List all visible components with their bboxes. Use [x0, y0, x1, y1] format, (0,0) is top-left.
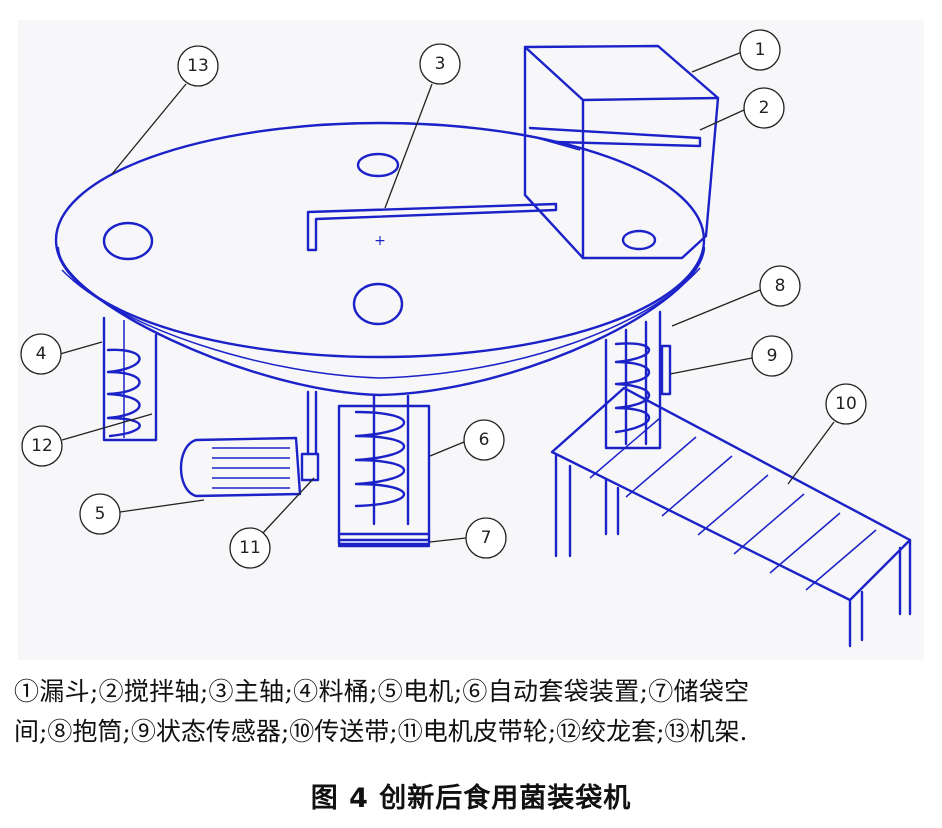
hopper	[523, 44, 720, 260]
callout-label-8: 8	[775, 276, 786, 296]
callout-label-6: 6	[479, 430, 490, 450]
callout-circle-11	[229, 527, 271, 569]
callout-circle-10	[825, 383, 867, 425]
callout-label-11: 11	[239, 538, 261, 558]
callout-circle-7	[465, 517, 507, 559]
callout-label-7: 7	[481, 528, 492, 548]
table-holes: +	[102, 152, 657, 326]
callout-label-3: 3	[435, 54, 446, 74]
callout-circle-6	[463, 419, 505, 461]
motor	[179, 436, 302, 498]
svg-text:+: +	[374, 233, 386, 249]
callout-label-13: 13	[187, 56, 209, 76]
callout-circle-2	[743, 87, 785, 129]
callout-circle-1	[739, 29, 781, 71]
holding-cylinder	[604, 310, 672, 450]
callout-label-4: 4	[36, 344, 47, 364]
callout-circle-3	[419, 43, 461, 85]
callouts: 1 2 3 4 5 6 7 8 9 10 11 12	[20, 29, 867, 569]
parts-legend: ①漏斗;②搅拌轴;③主轴;④料桶;⑤电机;⑥自动套袋装置;⑦储袋空 间;⑧抱筒;…	[14, 672, 934, 752]
frame-table	[54, 121, 706, 397]
callout-label-9: 9	[767, 346, 778, 366]
bagging-device	[337, 394, 431, 548]
callout-circle-8	[759, 265, 801, 307]
callout-label-10: 10	[835, 394, 857, 414]
callout-circle-9	[751, 335, 793, 377]
callout-circle-13	[177, 45, 219, 87]
cad-viewport	[18, 20, 924, 660]
legend-line-1: ①漏斗;②搅拌轴;③主轴;④料桶;⑤电机;⑥自动套袋装置;⑦储袋空	[14, 677, 750, 706]
legend-line-2: 间;⑧抱筒;⑨状态传感器;⑩传送带;⑪电机皮带轮;⑫绞龙套;⑬机架.	[14, 717, 748, 746]
callout-label-5: 5	[95, 504, 106, 524]
callout-circle-4	[20, 333, 62, 375]
callout-label-1: 1	[755, 40, 766, 60]
conveyor	[550, 386, 912, 648]
motor-pulley	[300, 390, 320, 482]
callout-label-12: 12	[31, 436, 53, 456]
machine-diagram: +	[18, 20, 924, 660]
callout-circle-5	[79, 493, 121, 535]
figure-caption: 图 4 创新后食用菌装袋机	[310, 783, 632, 814]
callout-circle-12	[21, 425, 63, 467]
callout-label-2: 2	[759, 98, 770, 118]
main-shaft	[306, 202, 558, 252]
